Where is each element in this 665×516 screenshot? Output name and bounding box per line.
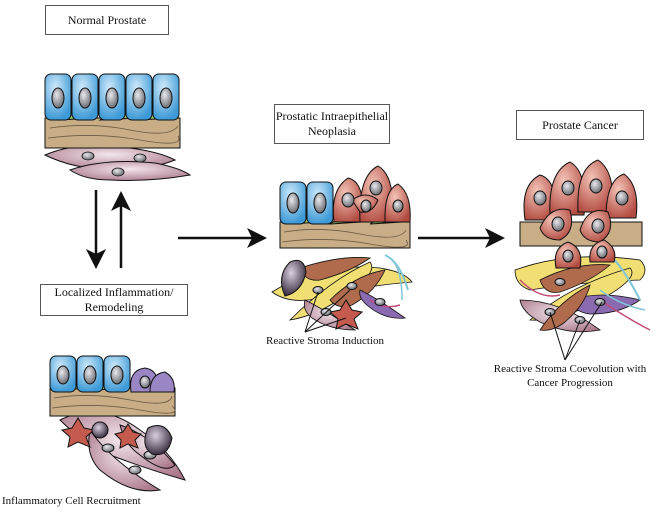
label-pin-line2: Neoplasia: [308, 124, 356, 138]
label-normal-prostate: Normal Prostate: [45, 5, 169, 35]
label-prostate-cancer: Prostate Cancer: [516, 110, 644, 140]
inflammation-tissue: [49, 355, 186, 492]
caption-inflammatory-cell-recruitment: Inflammatory Cell Recruitment: [2, 495, 141, 507]
caption-coevolution-line2: Cancer Progression: [527, 377, 613, 389]
label-inflammation-line2: Remodeling: [84, 300, 144, 314]
label-pin-line1: Prostatic Intraepithelial: [275, 109, 389, 123]
label-inflammation-line1: Localized Inflammation/: [54, 285, 174, 299]
label-localized-inflammation: Localized Inflammation/ Remodeling: [40, 284, 188, 316]
caption-coevolution-line1: Reactive Stroma Coevolution with: [493, 363, 647, 375]
caption-reactive-stroma-coevolution: Reactive Stroma Coevolution with Cancer …: [480, 362, 660, 390]
caption-reactive-stroma-induction: Reactive Stroma Induction: [266, 335, 384, 347]
label-pin: Prostatic Intraepithelial Neoplasia: [274, 104, 390, 144]
pin-tissue: [271, 165, 413, 333]
normal-prostate-tissue: [43, 73, 192, 181]
cancer-tissue: [514, 159, 651, 361]
